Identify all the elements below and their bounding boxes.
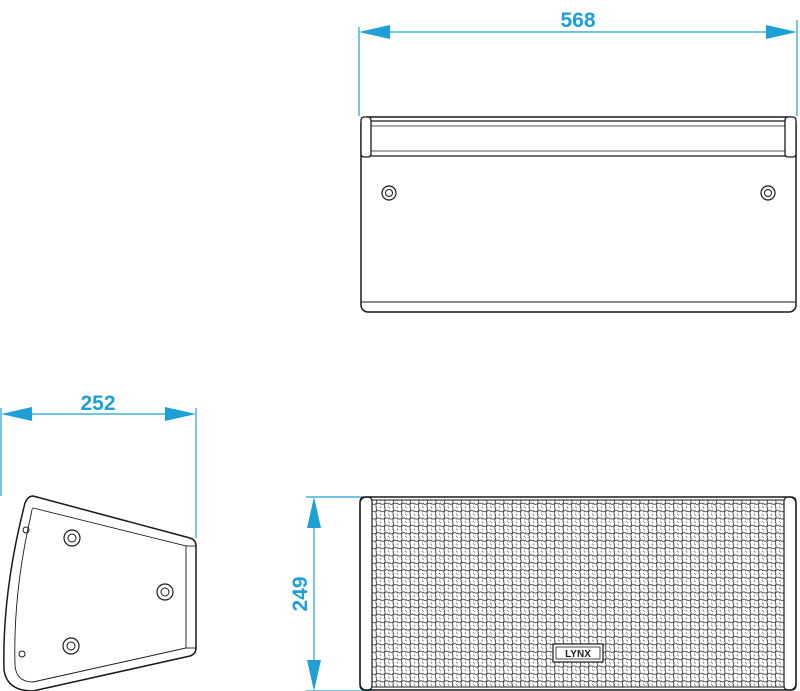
- top-view: 568: [358, 9, 798, 313]
- width-arrow-left: [359, 25, 390, 39]
- logo-badge-inner: [555, 646, 601, 660]
- top-mount-point-right: [760, 185, 776, 201]
- side-mount-point-2: [156, 583, 174, 601]
- side-cabinet-inner-edge: [14, 507, 187, 683]
- depth-value: 252: [80, 392, 115, 415]
- side-mount-point-1: [63, 529, 81, 547]
- handle-end-right: [784, 116, 797, 158]
- top-cabinet-body: [360, 116, 797, 313]
- depth-arrow-left: [1, 407, 32, 421]
- height-arrow-top: [307, 497, 321, 528]
- brand-logo: LYNX: [565, 649, 591, 660]
- width-dimension: 568: [358, 9, 798, 116]
- side-screw-top: [22, 526, 30, 534]
- height-arrow-bottom: [307, 660, 321, 691]
- side-screw-bottom: [18, 650, 26, 658]
- width-arrow-right: [766, 25, 797, 39]
- side-cabinet-body: [3, 495, 197, 691]
- height-value: 249: [289, 576, 312, 611]
- handle: [360, 116, 797, 158]
- depth-arrow-right: [165, 407, 196, 421]
- handle-end-left: [360, 116, 372, 158]
- front-side-cheek-left: [359, 496, 373, 691]
- height-dimension: 249: [289, 496, 372, 691]
- width-value: 568: [560, 9, 595, 32]
- front-side-cheek-right: [783, 496, 797, 691]
- top-mount-point-left: [381, 185, 397, 201]
- side-view: 252: [0, 392, 197, 691]
- logo-badge: LYNX: [552, 643, 604, 663]
- front-view: 249 LYNX: [289, 496, 797, 691]
- depth-dimension: 252: [0, 392, 197, 538]
- side-mount-point-3: [62, 637, 80, 655]
